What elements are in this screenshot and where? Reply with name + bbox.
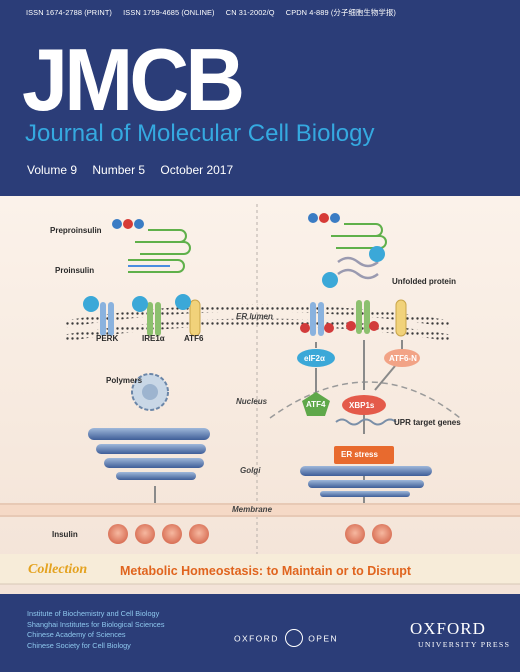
perk-receptor (100, 302, 106, 336)
plasma-membrane (0, 503, 520, 517)
preproinsulin-chain (135, 229, 191, 255)
dna-strand (335, 418, 397, 426)
label-polymers: Polymers (106, 376, 143, 385)
label-er-stress: ER stress (341, 450, 378, 459)
institution-item: Institute of Biochemistry and Cell Biolo… (27, 609, 160, 618)
label-atf6: ATF6 (184, 334, 204, 343)
label-er-lumen: ER lumen (236, 312, 273, 321)
label-upr-target-genes: UPR target genes (394, 418, 461, 427)
collection-title: Metabolic Homeostasis: to Maintain or to… (120, 564, 411, 578)
label-ire1: IRE1α (142, 334, 165, 343)
label-preproinsulin: Preproinsulin (50, 226, 102, 235)
journal-title: Journal of Molecular Cell Biology (25, 120, 375, 147)
ire1-receptor (147, 302, 153, 336)
label-proinsulin: Proinsulin (55, 266, 95, 275)
label-atf4: ATF4 (306, 400, 326, 409)
open-lock-icon (284, 629, 303, 647)
bip-badge (132, 296, 148, 312)
atf4-shape (302, 392, 330, 416)
label-eif2a: eIF2α (304, 354, 325, 363)
issue-info: Volume 9 Number 5 October 2017 (27, 163, 245, 177)
oxford-open-left: OXFORD (234, 633, 279, 644)
oup-logo-name: OXFORD (410, 619, 486, 638)
aa-ala (123, 219, 133, 229)
label-perk: PERK (96, 334, 119, 343)
cn-number: CN 31-2002/Q (225, 8, 275, 17)
oup-logo-sub: UNIVERSITY PRESS (418, 640, 511, 649)
label-nucleus: Nucleus (236, 397, 268, 406)
label-golgi: Golgi (240, 466, 261, 475)
issue-date: October 2017 (160, 163, 234, 177)
label-unfolded-protein: Unfolded protein (392, 277, 456, 286)
institution-item: Shanghai Institutes for Biological Scien… (27, 619, 165, 629)
illustration-graphics (0, 204, 520, 585)
bip-badge (83, 296, 99, 312)
nucleus-envelope (269, 381, 461, 419)
aa-leu (330, 213, 340, 223)
unfolded-protein-chain (337, 256, 379, 280)
institutions-list: Institute of Biochemistry and Cell Biolo… (27, 609, 165, 651)
number: Number 5 (92, 163, 146, 177)
golgi-left (88, 428, 210, 480)
aa-thr (319, 213, 329, 223)
eif2a-shape (297, 349, 335, 367)
label-insulin: Insulin (52, 530, 78, 539)
collection-bar (0, 554, 520, 584)
aa-met (112, 219, 122, 229)
mutant-preproinsulin-chain (331, 223, 387, 249)
golgi-right (300, 466, 432, 497)
label-atf6n: ATF6-N (389, 354, 417, 363)
collection-label: Collection (28, 562, 88, 577)
xbp1s-shape (342, 395, 386, 415)
institution-item: Chinese Academy of Sciences (27, 630, 126, 639)
oxford-open-right: OPEN (308, 633, 338, 644)
issn-print: ISSN 1674-2788 (PRINT) (26, 8, 112, 17)
journal-logo: JMCB (22, 30, 245, 129)
cover-illustration: Preproinsulin Proinsulin PERK IRE1α ATF6… (0, 196, 520, 594)
atf6-receptor (189, 299, 201, 337)
label-membrane: Membrane (232, 505, 273, 514)
label-xbp1s: XBP1s (349, 401, 375, 410)
issn-online: ISSN 1759-4685 (ONLINE) (123, 8, 215, 17)
oxford-open-logo: OXFORD OPEN (234, 629, 338, 648)
aa-met (308, 213, 318, 223)
issn-line: ISSN 1674-2788 (PRINT) ISSN 1759-4685 (O… (26, 7, 405, 18)
volume: Volume 9 (27, 163, 78, 177)
aa-leu (134, 219, 144, 229)
insulin-granules (108, 524, 392, 544)
bip-badge (175, 294, 191, 310)
cpdn-number: CPDN 4-889 (分子细胞生物学报) (285, 8, 396, 17)
institution-item: Chinese Society for Cell Biology (27, 640, 131, 650)
proinsulin-chain (128, 259, 185, 273)
atf6n-shape (384, 349, 420, 367)
er-stress-box (334, 446, 394, 464)
